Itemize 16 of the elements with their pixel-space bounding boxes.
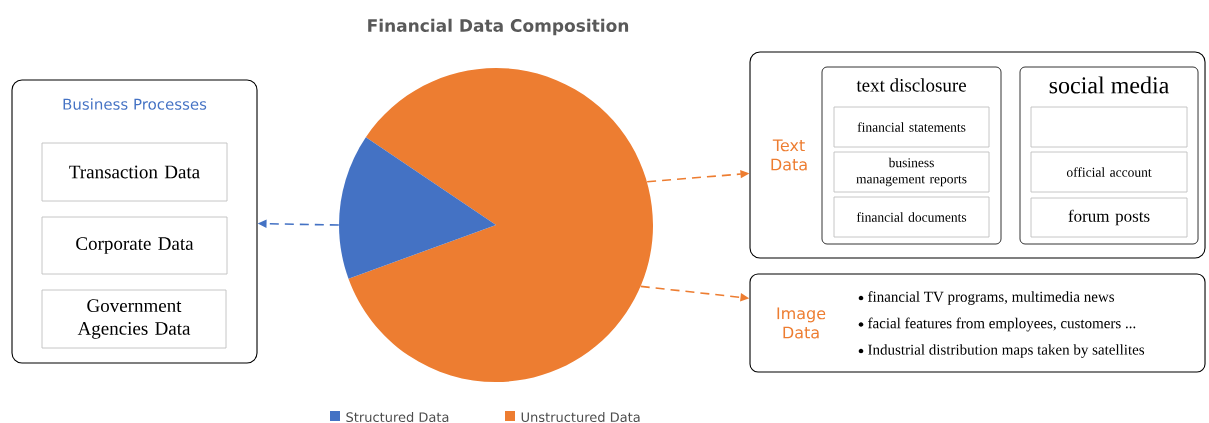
legend-label: Structured Data xyxy=(346,411,449,423)
title: Financial Data Composition xyxy=(368,18,629,36)
data-box: financial documents xyxy=(833,196,990,238)
bullet-text: financial TV programs, multimedia news xyxy=(868,291,1115,305)
legend-label: Unstructured Data xyxy=(521,411,640,423)
data-box: forum posts xyxy=(1030,197,1188,238)
data-box xyxy=(1030,106,1188,148)
pie-chart-drawing xyxy=(339,68,653,382)
data-box: business management reports xyxy=(833,151,990,193)
data-box: Corporate Data xyxy=(41,216,228,275)
data-box: Government Agencies Data xyxy=(41,289,227,349)
bullet-text: facial features from employees, customers ... xyxy=(868,317,1136,332)
data-box: financial statements xyxy=(833,106,990,148)
bullet-text: Industrial distribution maps taken by satellites xyxy=(868,344,1145,358)
data-box: official account xyxy=(1030,151,1188,193)
data-box: Transaction Data xyxy=(41,142,228,202)
